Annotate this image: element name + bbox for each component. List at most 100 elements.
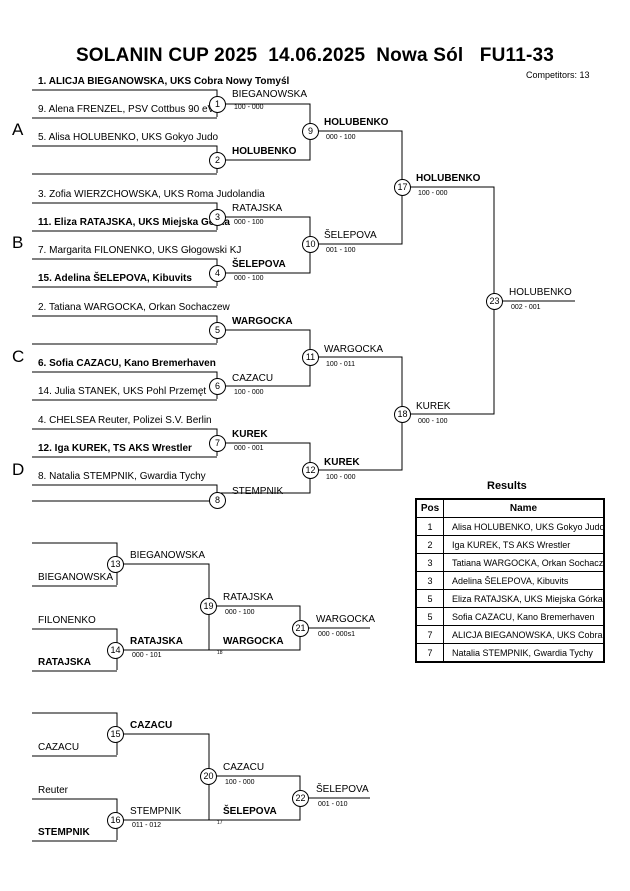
result-pos: 7: [415, 643, 444, 663]
results-title: Results: [487, 480, 527, 492]
match-number-badge: 9: [302, 123, 319, 140]
match-winner: HOLUBENKO: [232, 146, 297, 157]
match-winner: HOLUBENKO: [416, 173, 481, 184]
match-number-badge: 17: [394, 179, 411, 196]
match-number-badge: 3: [209, 209, 226, 226]
entry-name: 7. Margarita FILONENKO, UKS Głogowski KJ: [38, 245, 242, 256]
match-number-badge: 8: [209, 492, 226, 509]
match-score: 000 - 100: [234, 219, 264, 226]
final-winner: HOLUBENKO: [509, 287, 572, 298]
match-score: 100 - 000: [326, 474, 356, 481]
rep-entry: CAZACU: [38, 742, 80, 753]
match-winner: KUREK: [232, 429, 268, 440]
rep-score: 000 - 000s1: [318, 631, 355, 638]
rep-score: 100 - 000: [225, 779, 255, 786]
result-name: Sofia CAZACU, Kano Bremerhaven: [452, 611, 595, 622]
match-number-badge: 14: [107, 642, 124, 659]
entry-name: 9. Alena FRENZEL, PSV Cottbus 90 eV: [38, 104, 214, 115]
result-name: Tatiana WARGOCKA, Orkan Sochaczew: [452, 557, 603, 568]
match-winner: WARGOCKA: [324, 344, 384, 355]
entry-name: 6. Sofia CAZACU, Kano Bremerhaven: [38, 358, 216, 369]
rep-winner: RATAJSKA: [130, 636, 183, 647]
rep-entry: Reuter: [38, 785, 69, 796]
result-pos: 5: [415, 589, 444, 608]
match-winner: BIEGANOWSKA: [232, 89, 308, 100]
rep-entry: FILONENKO: [38, 615, 96, 626]
result-pos: 2: [415, 535, 444, 554]
result-name: Natalia STEMPNIK, Gwardia Tychy: [452, 647, 593, 658]
entry-name: 2. Tatiana WARGOCKA, Orkan Sochaczew: [38, 302, 230, 313]
rep-winner: RATAJSKA: [223, 592, 274, 603]
match-score: 000 - 100: [326, 134, 356, 141]
match-number-badge: 6: [209, 378, 226, 395]
entry-name: 5. Alisa HOLUBENKO, UKS Gokyo Judo: [38, 132, 219, 143]
rep-winner: CAZACU: [130, 720, 173, 731]
match-score: 100 - 000: [234, 389, 264, 396]
match-winner: RATAJSKA: [232, 203, 283, 214]
entry-name: 1. ALICJA BIEGANOWSKA, UKS Cobra Nowy To…: [38, 76, 290, 87]
pool-d-label: D: [12, 460, 25, 479]
rep-note: 18: [217, 650, 223, 656]
match-winner: ŠELEPOVA: [232, 259, 286, 270]
match-number-badge: 16: [107, 812, 124, 829]
match-score: 100 - 000: [234, 104, 264, 111]
result-pos: 1: [415, 517, 444, 536]
entry-name: 3. Zofia WIERZCHOWSKA, UKS Roma Judoland…: [38, 189, 265, 200]
results-row: 3 Tatiana WARGOCKA, Orkan Sochaczew: [415, 553, 605, 572]
entry-name: 4. CHELSEA Reuter, Polizei S.V. Berlin: [38, 415, 212, 426]
rep-score: 000 - 100: [225, 609, 255, 616]
results-row: 7 Natalia STEMPNIK, Gwardia Tychy: [415, 643, 605, 663]
result-pos: 3: [415, 553, 444, 572]
result-name: Eliza RATAJSKA, UKS Miejska Górka: [452, 593, 603, 604]
match-winner: KUREK: [324, 457, 360, 468]
match-number-badge: 23: [486, 293, 503, 310]
match-number-badge: 21: [292, 620, 309, 637]
name-header: Name: [443, 498, 605, 518]
match-number-badge: 11: [302, 349, 319, 366]
match-score: 000 - 100: [418, 418, 448, 425]
match-winner: KUREK: [416, 401, 451, 412]
entry-name: 12. Iga KUREK, TS AKS Wrestler: [38, 443, 192, 454]
rep-winner: ŠELEPOVA: [316, 784, 369, 795]
pool-b-label: B: [12, 233, 24, 252]
match-score: 100 - 011: [326, 361, 356, 368]
pool-a-label: A: [12, 120, 24, 139]
match-number-badge: 1: [209, 96, 226, 113]
match-number-badge: 2: [209, 152, 226, 169]
match-number-badge: 4: [209, 265, 226, 282]
result-name: Adelina ŠELEPOVA, Kibuvits: [452, 575, 569, 586]
match-number-badge: 13: [107, 556, 124, 573]
rep-winner: BIEGANOWSKA: [130, 550, 206, 561]
match-number-badge: 10: [302, 236, 319, 253]
pos-header: Pos: [415, 498, 444, 518]
rep-winner: STEMPNIK: [130, 806, 182, 817]
match-number-badge: 15: [107, 726, 124, 743]
match-score: 000 - 100: [234, 275, 264, 282]
entry-name: 14. Julia STANEK, UKS Pohl Przemęt: [38, 386, 207, 397]
match-number-badge: 5: [209, 322, 226, 339]
match-winner: STEMPNIK: [232, 486, 284, 497]
results-header-row: Pos Name: [415, 498, 605, 518]
result-name: Iga KUREK, TS AKS Wrestler: [452, 539, 571, 550]
match-score: 000 - 001: [234, 445, 264, 452]
rep-entry: ŠELEPOVA: [223, 806, 277, 817]
rep-winner: CAZACU: [223, 762, 265, 773]
results-row: 2 Iga KUREK, TS AKS Wrestler: [415, 535, 605, 554]
rep-score: 001 - 010: [318, 801, 348, 808]
match-number-badge: 19: [200, 598, 217, 615]
rep-winner: WARGOCKA: [316, 614, 376, 625]
entry-name: 15. Adelina ŠELEPOVA, Kibuvits: [38, 273, 192, 284]
rep-entry: BIEGANOWSKA: [38, 572, 114, 583]
match-number-badge: 22: [292, 790, 309, 807]
entry-name: 11. Eliza RATAJSKA, UKS Miejska Górka: [38, 217, 230, 228]
match-number-badge: 20: [200, 768, 217, 785]
match-winner: WARGOCKA: [232, 316, 293, 327]
rep-entry: STEMPNIK: [38, 827, 90, 838]
rep-score: 000 - 101: [132, 652, 162, 659]
